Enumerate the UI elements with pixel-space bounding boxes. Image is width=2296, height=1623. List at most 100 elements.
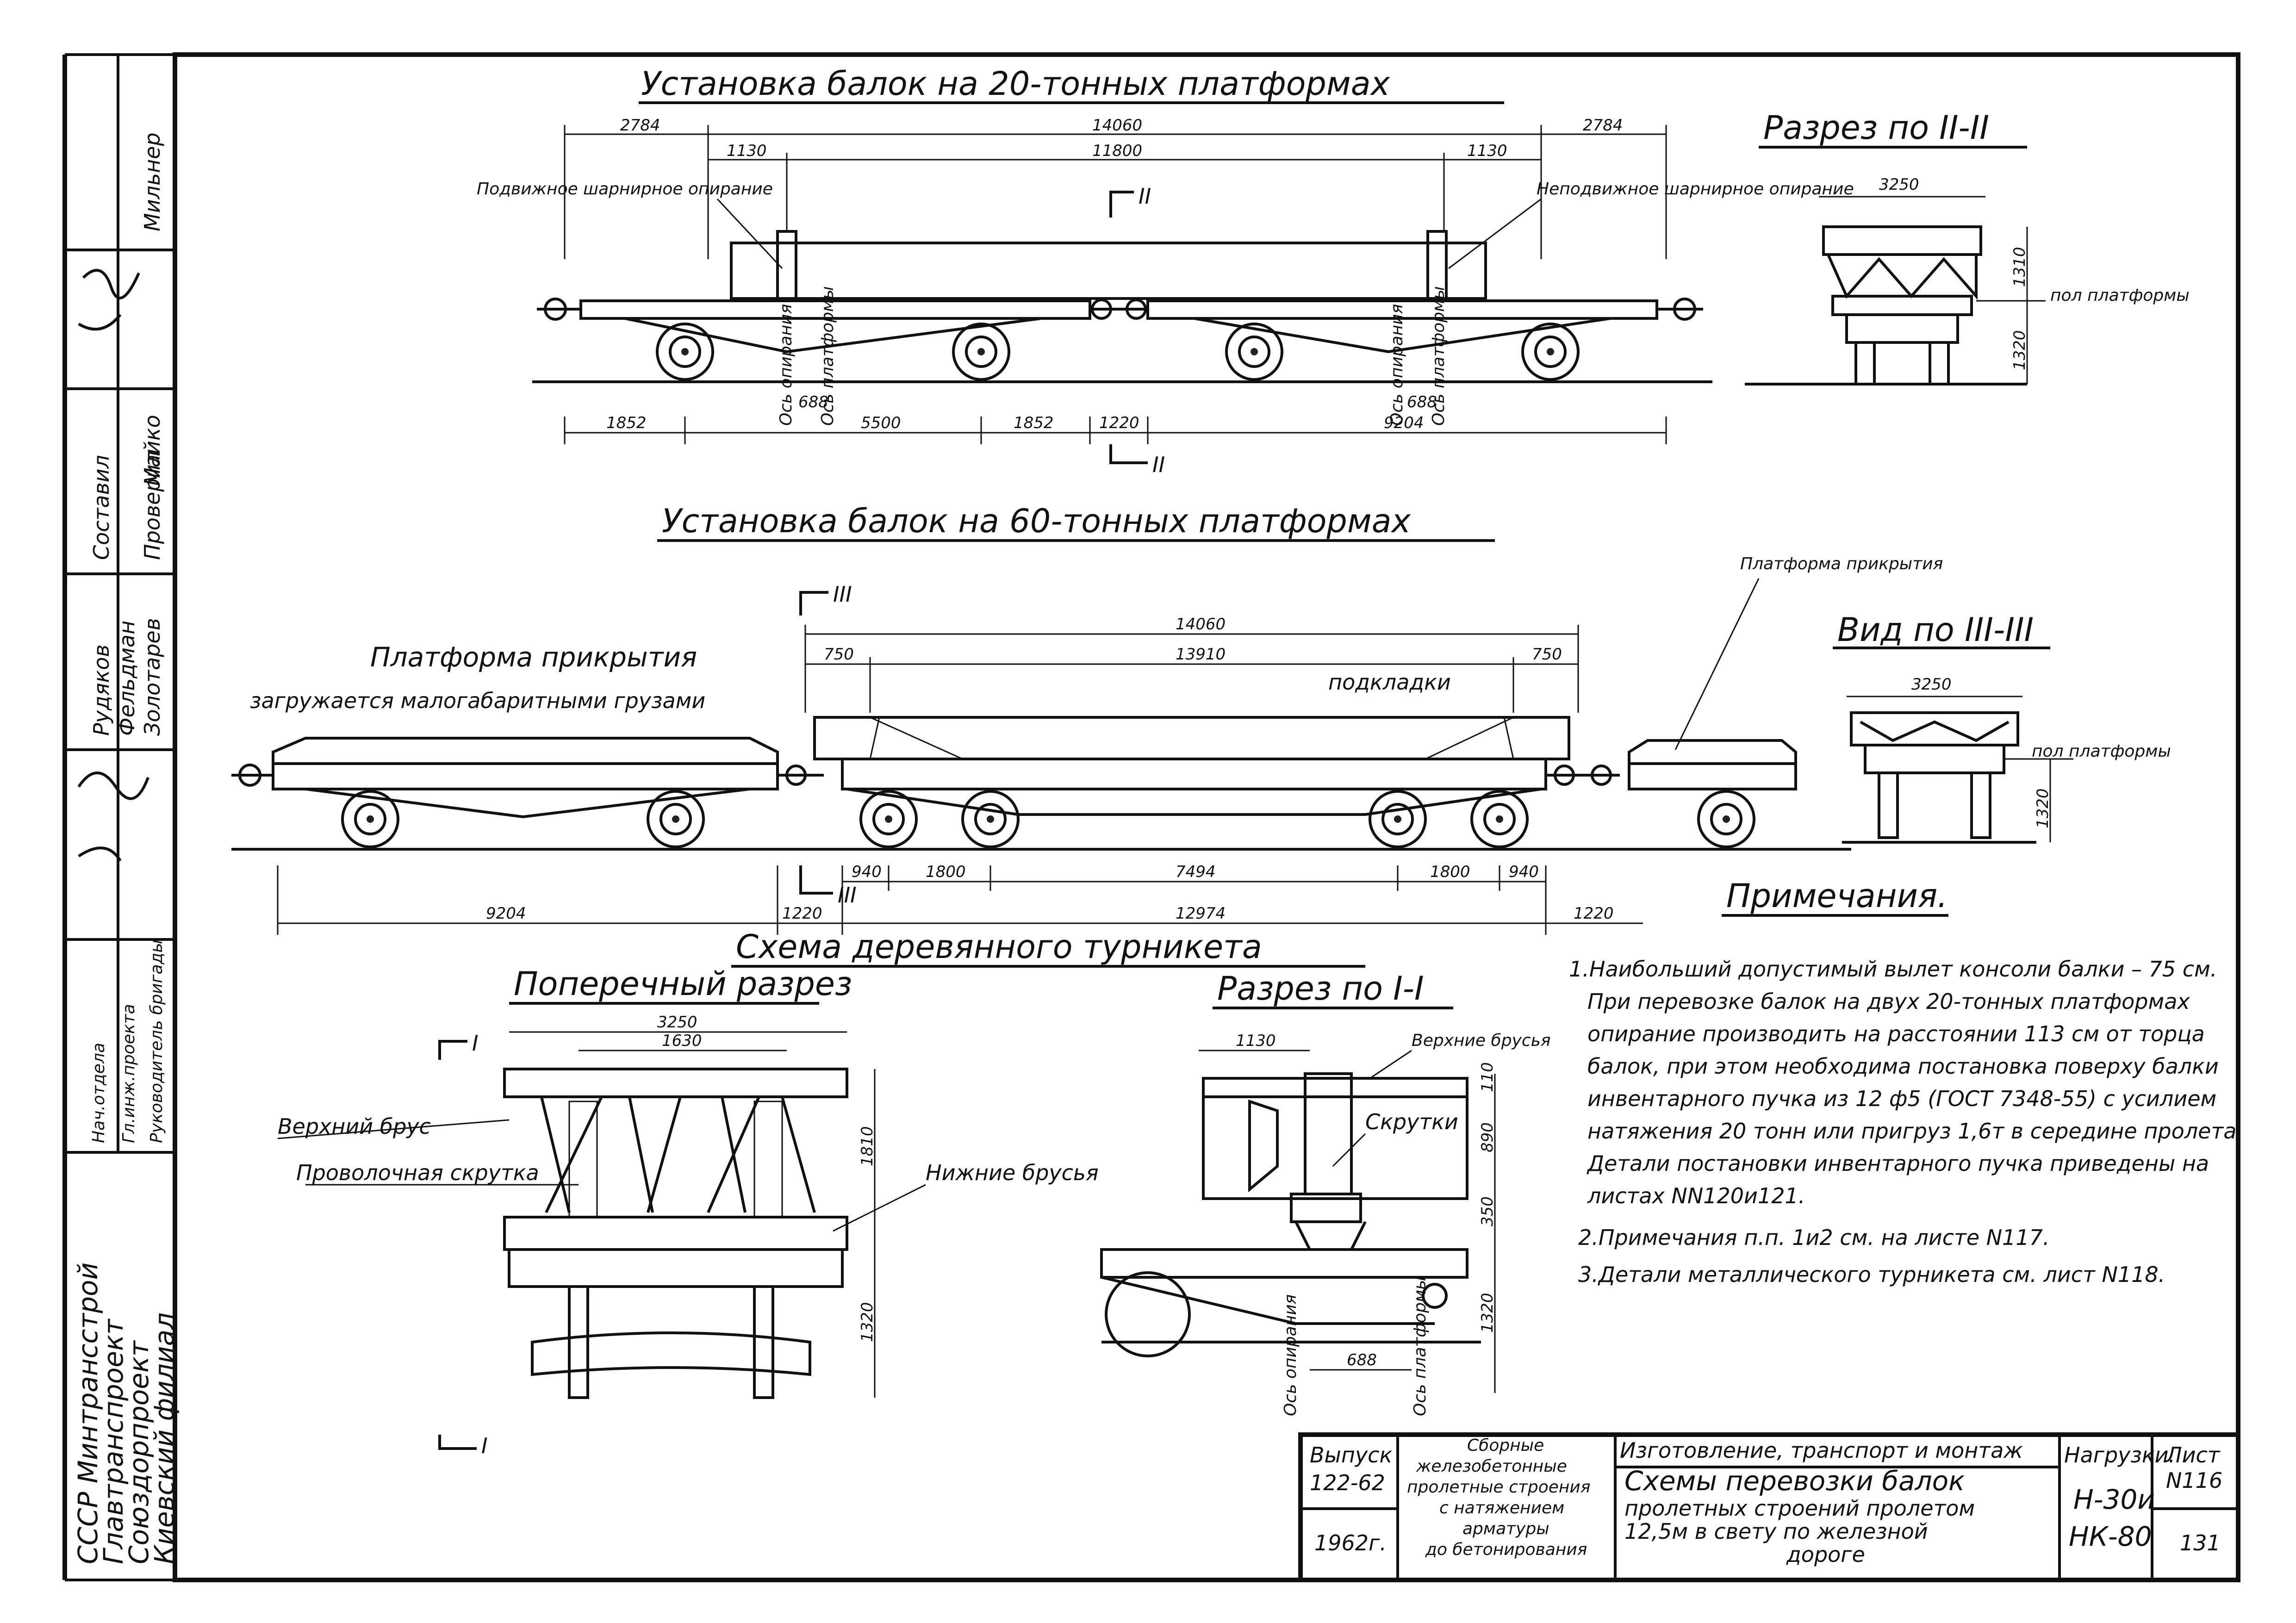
sheet-border <box>173 52 2240 1582</box>
section-II-II: Разрез по II-II 3250 пол платформы 1310 … <box>1745 109 2190 386</box>
platform-60t <box>841 758 1547 790</box>
signature <box>78 269 140 331</box>
note-line-3: опирание производить на расстоянии 113 с… <box>1587 1021 2205 1046</box>
floor-label-III: пол платформы <box>2032 742 2171 761</box>
name-rudyakov: Рудяков <box>89 645 114 736</box>
section-mark-II-bottom: II <box>1152 452 1165 477</box>
dim-1852-left: 1852 <box>606 414 647 432</box>
cover-platform-right-label: Платформа прикрытия <box>1740 554 1943 573</box>
sheet-title-3: 12,5м в свету по железной <box>1624 1519 1928 1544</box>
lower-bars <box>503 1216 848 1251</box>
cover-platform-label: Платформа прикрытия <box>370 641 697 673</box>
issue-number: 122-62 <box>1310 1470 1385 1495</box>
title-block: Выпуск 122-62 1962г. Сборные железобетон… <box>1298 1432 2240 1582</box>
upper-bar-label: Верхний брус <box>278 1114 431 1139</box>
label-fixed-support: Неподвижное шарнирное опирание <box>1537 180 1854 199</box>
label-movable-support: Подвижное шарнирное опирание <box>477 180 773 199</box>
note-line-1: 1.Наибольший допустимый вылет консоли ба… <box>1569 957 2217 982</box>
dim-1130-I: 1130 <box>1236 1032 1276 1050</box>
series-line-6: до бетонирования <box>1425 1540 1587 1559</box>
note-line-2: При перевозке балок на двух 20-тонных пл… <box>1587 989 2190 1014</box>
left-stamp: Мильнер Майко Составил Проверил Рудяков … <box>62 53 180 1581</box>
note-line-5: инвентарного пучка из 12 ф5 (ГОСТ 7348-5… <box>1587 1086 2216 1111</box>
upper-bar <box>503 1068 848 1098</box>
section-mark-I-top: I <box>472 1031 479 1056</box>
dim-3250-II: 3250 <box>1879 175 1919 194</box>
wire-twist-label: Проволочная скрутка <box>296 1160 539 1185</box>
dim-1320-I: 1320 <box>1478 1293 1497 1333</box>
dim-1852-right: 1852 <box>1014 414 1054 432</box>
role-compiled: Составил <box>89 455 114 560</box>
dim-3250-turnstile: 3250 <box>657 1013 697 1032</box>
dim-1630: 1630 <box>662 1032 702 1050</box>
title-60t: Установка балок на 60-тонных платформах <box>662 502 1411 540</box>
name-milner: Мильнер <box>140 132 165 231</box>
role-chief-eng: Гл.инж.проекта <box>119 1004 138 1143</box>
section-I-I: Разрез по I-I 1130 Верхние брусья Скрутк… <box>1100 970 1551 1416</box>
cover-platform-note: загружается малогабаритными грузами <box>250 688 705 713</box>
dim-1320-III: 1320 <box>2034 788 2052 828</box>
series-line-2: железобетонные <box>1416 1457 1567 1476</box>
page-number: 131 <box>2180 1530 2221 1555</box>
section-mark-III-bottom: III <box>838 883 857 908</box>
org-line-2: Главтранспроект <box>98 1318 129 1564</box>
dim-940-left: 940 <box>852 863 882 881</box>
dim-1810: 1810 <box>858 1126 877 1166</box>
notes-title: Примечания. <box>1726 877 1948 915</box>
beam-20t <box>730 242 1487 300</box>
series-line-3: пролетные строения <box>1407 1478 1590 1497</box>
dim-1220: 1220 <box>1099 414 1139 432</box>
dim-1310: 1310 <box>2010 247 2029 287</box>
issue-year: 1962г. <box>1314 1530 1387 1555</box>
org-line-1: СССР Минтрансстрой <box>72 1262 104 1564</box>
series-line-1: Сборные <box>1467 1436 1544 1455</box>
sheet-label: Лист <box>2165 1443 2221 1468</box>
load-1: Н-30и <box>2073 1484 2155 1515</box>
title-section-II: Разрез по II-II <box>1763 109 1989 147</box>
axis-support-left: Ось опирания <box>777 304 796 426</box>
loads-label: Нагрузки. <box>2064 1443 2175 1468</box>
note-line-4: балок, при этом необходима постановка по… <box>1587 1054 2219 1079</box>
topic: Изготовление, транспорт и монтаж <box>1620 1438 2023 1463</box>
note-line-9: 2.Примечания п.п. 1и2 см. на листе N117. <box>1578 1225 2050 1250</box>
load-2: НК-80 <box>2069 1521 2152 1552</box>
name-maiko: Майко <box>140 415 165 486</box>
role-head-dept: Нач.отдела <box>89 1043 108 1143</box>
turnstile-cross-section: Схема деревянного турникета Поперечный р… <box>277 928 1365 1458</box>
dim-9204-60t: 9204 <box>486 904 526 923</box>
dim-1130-left: 1130 <box>727 142 767 160</box>
org-line-3: Союздорпроект <box>123 1340 155 1564</box>
name-feldman: Фельдман <box>114 621 139 736</box>
view-III-III: Вид по III-III 3250 пол платформы 1320 <box>1833 611 2171 844</box>
wheels-20t <box>656 323 1580 381</box>
issue-label: Выпуск <box>1310 1443 1392 1468</box>
dim-940-right: 940 <box>1509 863 1539 881</box>
dim-13910: 13910 <box>1176 645 1226 664</box>
sheet-number: N116 <box>2166 1468 2222 1493</box>
org-line-4: Киевский филиал <box>149 1312 180 1564</box>
note-line-8: листах NN120и121. <box>1587 1183 1805 1208</box>
sheet-title-1: Схемы перевозки балок <box>1624 1465 1965 1497</box>
lower-bars-label: Нижние брусья <box>926 1160 1099 1185</box>
axis-support-right: Ось опирания <box>1388 304 1406 426</box>
note-line-6: натяжения 20 тонн или пригруз 1,6т в сер… <box>1587 1119 2243 1144</box>
section-mark-III-top: III <box>833 582 852 607</box>
dim-14060-60t: 14060 <box>1176 615 1226 634</box>
axis-support-I: Ось опирания <box>1281 1294 1300 1416</box>
series-line-5: арматуры <box>1462 1519 1549 1538</box>
dim-11800: 11800 <box>1092 142 1142 160</box>
dim-1800-right: 1800 <box>1430 863 1470 881</box>
signature <box>77 771 149 862</box>
dim-12974: 12974 <box>1176 904 1226 923</box>
role-checked: Проверил <box>140 451 165 560</box>
note-line-7: Детали постановки инвентарного пучка при… <box>1587 1151 2209 1176</box>
wheels-60t <box>341 790 1755 848</box>
title-section-I: Разрез по I-I <box>1217 970 1424 1007</box>
dim-14060: 14060 <box>1092 116 1142 135</box>
series-line-4: с натяжением <box>1439 1499 1564 1517</box>
dim-1130-right: 1130 <box>1467 142 1507 160</box>
title-20t: Установка балок на 20-тонных платформах <box>641 65 1390 103</box>
section-mark-II-top: II <box>1139 184 1151 209</box>
notes: Примечания. 1.Наибольший допустимый выле… <box>1569 877 2243 1287</box>
